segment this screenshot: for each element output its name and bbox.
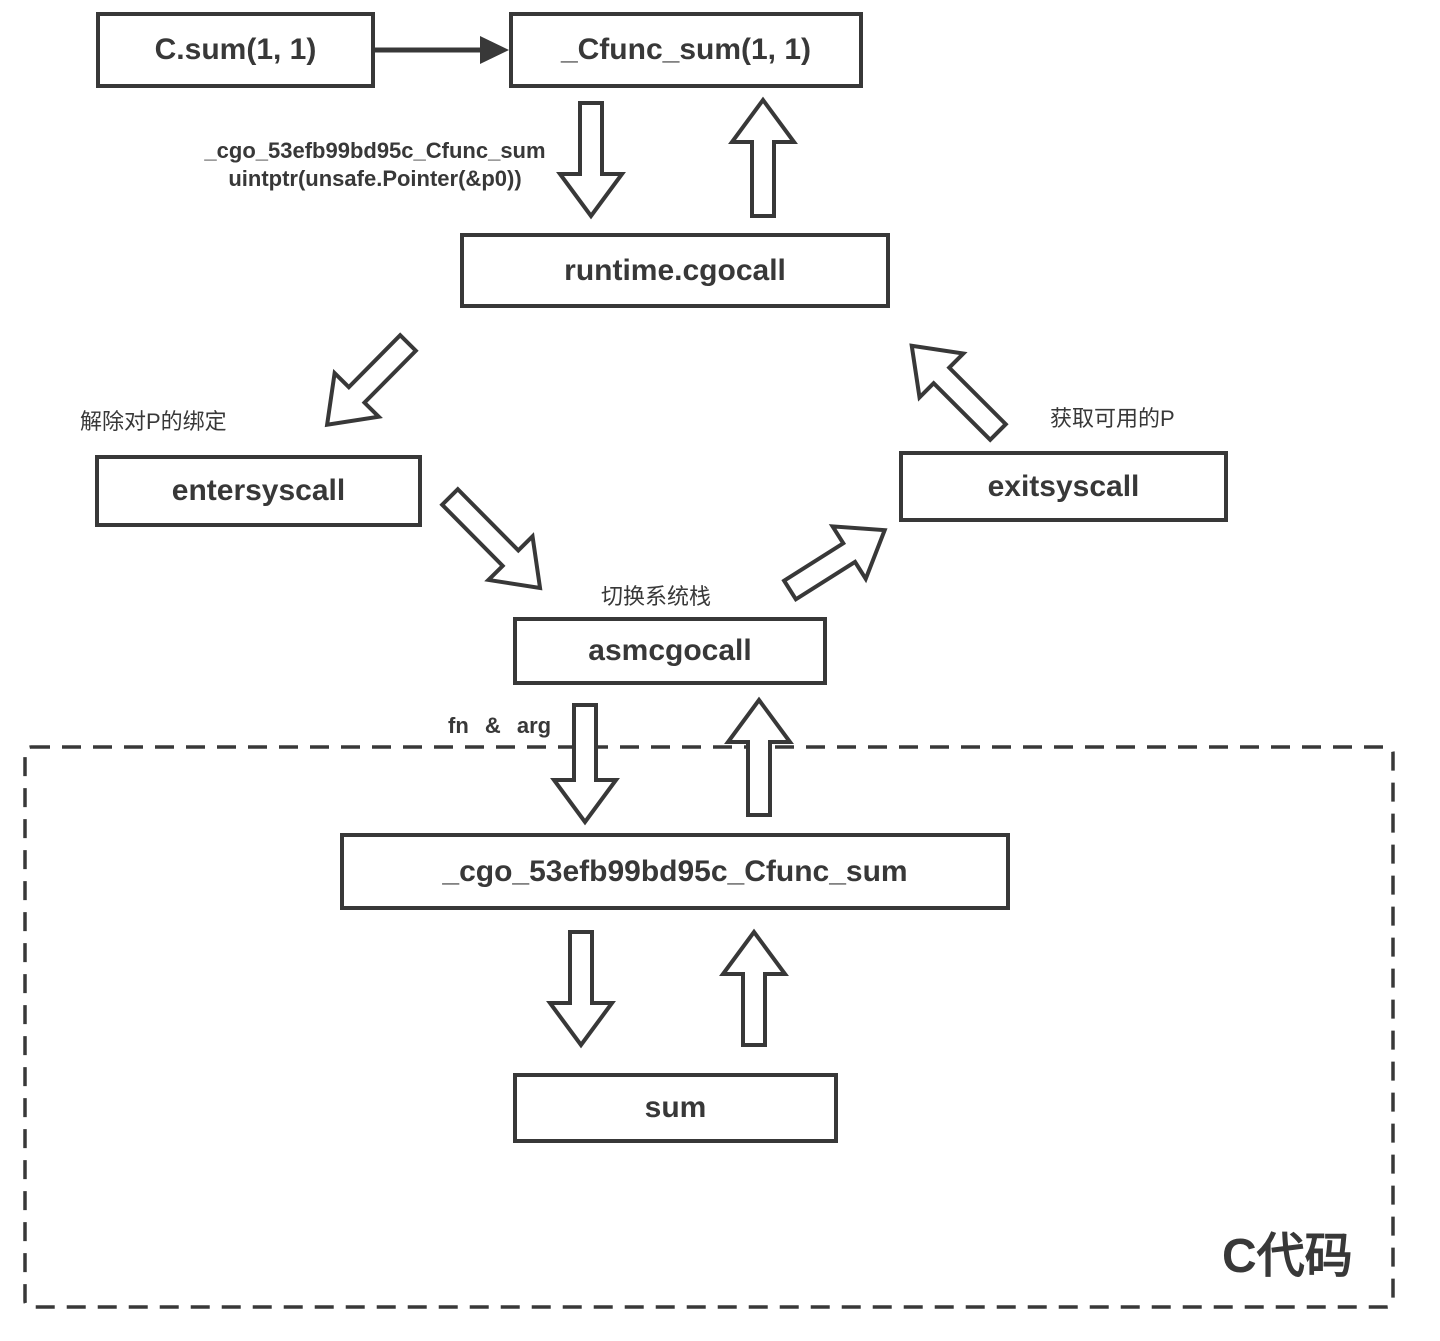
arrow-sum-to-cgofunc-up — [719, 928, 789, 1047]
node-cfunc-sum: _Cfunc_sum(1, 1) — [509, 12, 863, 88]
arrow-asmcgocall-to-cgofunc-down — [550, 703, 620, 826]
node-cgo-cfunc-sum: _cgo_53efb99bd95c_Cfunc_sum — [340, 833, 1010, 910]
node-entersyscall: entersyscall — [95, 455, 422, 527]
edge-label-cgo-call-line2: uintptr(unsafe.Pointer(&p0)) — [228, 165, 522, 191]
node-exitsyscall: exitsyscall — [899, 451, 1228, 522]
arrow-exitsyscall-to-cgocall-diagonal — [909, 343, 1009, 443]
c-code-container-border — [23, 745, 1395, 1309]
node-sum: sum — [513, 1073, 838, 1143]
arrow-asmcgocall-to-exitsyscall-diagonal — [781, 524, 888, 603]
arrow-cgofunc-to-sum-down — [546, 930, 616, 1049]
arrow-csum-to-cfunc — [375, 36, 509, 64]
arrow-cgofunc-to-asmcgocall-up — [724, 696, 794, 817]
edge-label-unbind-p: 解除对P的绑定 — [80, 409, 227, 434]
edge-label-cgo-call-line1: _cgo_53efb99bd95c_Cfunc_sum — [204, 138, 546, 163]
node-asmcgocall: asmcgocall — [513, 617, 827, 685]
edge-label-fn-arg: fn & arg — [448, 713, 552, 738]
edge-label-cgo-call: _cgo_53efb99bd95c_Cfunc_sum uintptr(unsa… — [180, 137, 570, 192]
edge-label-acquire-p: 获取可用的P — [1050, 406, 1175, 431]
arrow-cfunc-to-cgocall-down — [556, 101, 626, 220]
node-c-sum: C.sum(1, 1) — [96, 12, 375, 88]
node-runtime-cgocall: runtime.cgocall — [460, 233, 890, 308]
arrow-entersyscall-to-asmcgocall-diagonal — [439, 486, 543, 591]
arrow-cgocall-to-entersyscall-diagonal — [324, 332, 419, 428]
edge-label-switch-stack: 切换系统栈 — [601, 584, 712, 609]
c-code-container-label: C代码 — [1222, 1230, 1353, 1283]
arrow-cgocall-to-cfunc-up — [728, 96, 798, 218]
